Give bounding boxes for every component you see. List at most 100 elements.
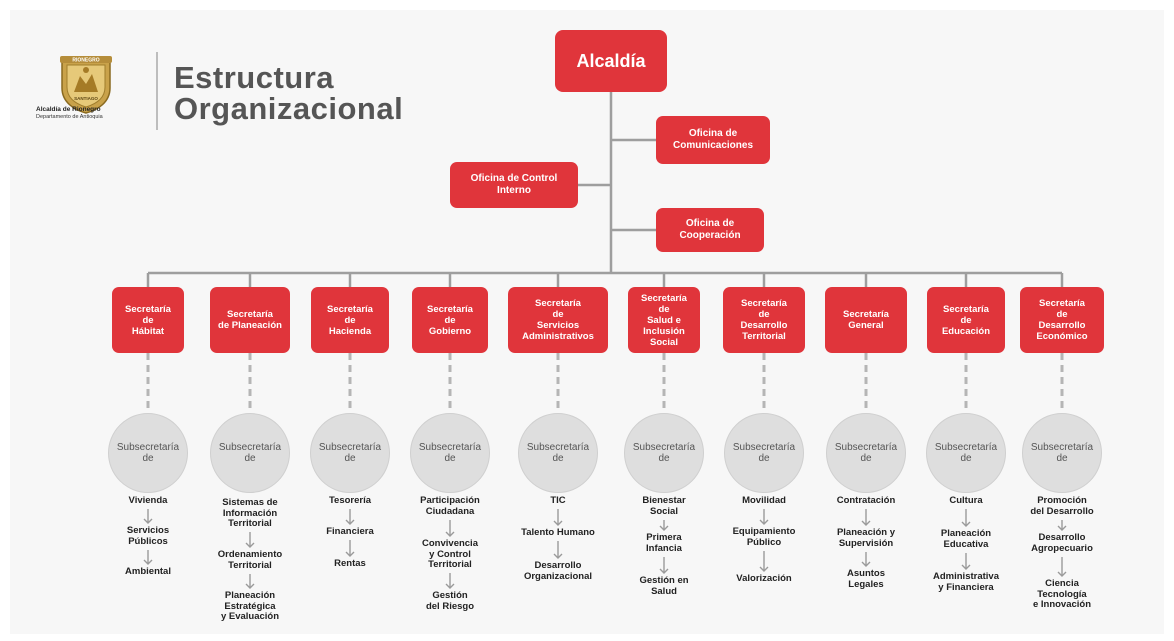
arrow-down-icon bbox=[553, 553, 563, 559]
subsecretaria-item: Gestión del Riesgo bbox=[425, 590, 475, 612]
subsecretaria-item: Planeación Estratégica y Evaluación bbox=[220, 590, 280, 622]
subsecretaria-item: Ambiental bbox=[125, 566, 171, 577]
subsecretaria-item: Participación Ciudadana bbox=[420, 495, 480, 517]
arrow-down-icon bbox=[961, 521, 971, 527]
secretaria-box: Secretaría de Desarrollo Económico bbox=[1020, 287, 1104, 353]
subsecretaria-item: Asuntos Legales bbox=[847, 568, 885, 590]
arrow-down-icon bbox=[961, 564, 971, 570]
arrow-down-icon bbox=[245, 542, 255, 548]
secretaria-box: Secretaría de Hacienda bbox=[311, 287, 389, 353]
subsecretaria-item: Movilidad bbox=[742, 495, 786, 506]
subsecretaria-label-de: de bbox=[758, 453, 770, 464]
subsecretaria-item: Sistemas de Información Territorial bbox=[222, 497, 278, 529]
subsecretaria-item: Cultura bbox=[949, 495, 983, 506]
page-title: Estructura Organizacional bbox=[174, 62, 403, 124]
subsecretaria-label: Subsecretaría bbox=[1030, 442, 1094, 453]
oficina-cooperacion-box: Oficina de Cooperación bbox=[656, 208, 764, 252]
subsecretaria-item: Valorización bbox=[736, 573, 792, 584]
subsecretaria-item: Planeación Educativa bbox=[940, 528, 992, 550]
page-title-line2: Organizacional bbox=[174, 91, 404, 126]
crest-bottom-text: SANTIAGO bbox=[74, 96, 98, 101]
arrow-down-icon bbox=[659, 525, 669, 531]
subsecretaria-item: Desarrollo Agropecuario bbox=[1031, 532, 1093, 554]
subsecretaria-item: Ordenamiento Territorial bbox=[217, 549, 283, 571]
arrow-down-icon bbox=[143, 518, 153, 524]
subsecretaria-item: Bienestar Social bbox=[642, 495, 686, 517]
secretaria-box: Secretaría de Salud e Inclusión Social bbox=[628, 287, 700, 353]
subsecretaria-item: Planeación y Supervisión bbox=[836, 527, 896, 549]
subsecretaria-label-de: de bbox=[244, 453, 256, 464]
secretaria-box: Secretaría de Hábitat bbox=[112, 287, 184, 353]
subsecretaria-item: Contratación bbox=[836, 495, 896, 506]
subsecretaria-item: Talento Humano bbox=[521, 527, 595, 538]
subsecretaria-label-de: de bbox=[1056, 453, 1068, 464]
subsecretaria-label: Subsecretaría bbox=[318, 442, 382, 453]
connector-lines bbox=[143, 92, 1067, 589]
subsecretaria-label-de: de bbox=[960, 453, 972, 464]
subsecretaria-label-de: de bbox=[344, 453, 356, 464]
subsecretaria-item: Desarrollo Organizacional bbox=[523, 560, 593, 582]
arrow-down-icon bbox=[553, 520, 563, 526]
org-chart-canvas: RIONEGRO SANTIAGO Alcaldía de Rionegro D… bbox=[10, 10, 1164, 634]
subsecretaria-item: Primera Infancia bbox=[646, 532, 682, 554]
subsecretaria-item: Servicios Públicos bbox=[126, 525, 170, 547]
oficina-comunicaciones-box: Oficina de Comunicaciones bbox=[656, 116, 770, 164]
subsecretaria-label-de: de bbox=[552, 453, 564, 464]
arrow-down-icon bbox=[861, 561, 871, 567]
subsecretaria-item: Promoción del Desarrollo bbox=[1030, 495, 1094, 517]
arrow-down-icon bbox=[245, 583, 255, 589]
subsecretaria-label-de: de bbox=[142, 453, 154, 464]
subsecretaria-label: Subsecretaría bbox=[732, 442, 796, 453]
subsecretaria-item: Gestión en Salud bbox=[639, 575, 689, 597]
subsecretaria-label-de: de bbox=[658, 453, 670, 464]
subsecretaria-item: Administrativa y Financiera bbox=[933, 571, 999, 593]
arrow-down-icon bbox=[345, 551, 355, 557]
secretaria-box: Secretaría de Desarrollo Territorial bbox=[723, 287, 805, 353]
secretaria-box: Secretaría de Planeación bbox=[210, 287, 290, 353]
secretaria-box: Secretaría de Educación bbox=[927, 287, 1005, 353]
subsecretaria-item: Financiera bbox=[326, 526, 374, 537]
arrow-down-icon bbox=[759, 519, 769, 525]
arrow-down-icon bbox=[345, 519, 355, 525]
subsecretaria-label: Subsecretaría bbox=[218, 442, 282, 453]
subsecretaria-item: Rentas bbox=[334, 558, 366, 569]
subsecretaria-label: Subsecretaría bbox=[526, 442, 590, 453]
secretaria-box: Secretaría General bbox=[825, 287, 907, 353]
arrow-down-icon bbox=[143, 559, 153, 565]
arrow-down-icon bbox=[445, 583, 455, 589]
coat-of-arms-icon: RIONEGRO SANTIAGO bbox=[60, 56, 112, 114]
arrow-down-icon bbox=[759, 566, 769, 572]
logo-caption-name: Alcaldía de Rionegro bbox=[36, 106, 101, 113]
arrow-down-icon bbox=[1057, 525, 1067, 531]
subsecretaria-item: TIC bbox=[550, 495, 566, 506]
oficina-control-interno-box: Oficina de Control Interno bbox=[450, 162, 578, 208]
header-divider bbox=[156, 52, 158, 130]
arrow-down-icon bbox=[1057, 571, 1067, 577]
subsecretaria-label: Subsecretaría bbox=[934, 442, 998, 453]
crest-top-text: RIONEGRO bbox=[72, 58, 99, 64]
subsecretaria-label: Subsecretaría bbox=[418, 442, 482, 453]
arrow-down-icon bbox=[659, 568, 669, 574]
logo-caption-department: Departamento de Antioquia bbox=[36, 114, 103, 120]
subsecretaria-item: Tesorería bbox=[328, 495, 372, 506]
secretaria-box: Secretaría de Servicios Administrativos bbox=[508, 287, 608, 353]
subsecretaria-item: Equipamiento Público bbox=[732, 526, 796, 548]
subsecretaria-label-de: de bbox=[860, 453, 872, 464]
page-title-line1: Estructura bbox=[174, 60, 335, 95]
subsecretaria-item: Convivencia y Control Territorial bbox=[422, 538, 478, 570]
secretaria-box: Secretaría de Gobierno bbox=[412, 287, 488, 353]
alcaldia-box: Alcaldía bbox=[555, 30, 667, 92]
subsecretaria-label: Subsecretaría bbox=[834, 442, 898, 453]
subsecretaria-label-de: de bbox=[444, 453, 456, 464]
subsecretaria-label: Subsecretaría bbox=[116, 442, 180, 453]
